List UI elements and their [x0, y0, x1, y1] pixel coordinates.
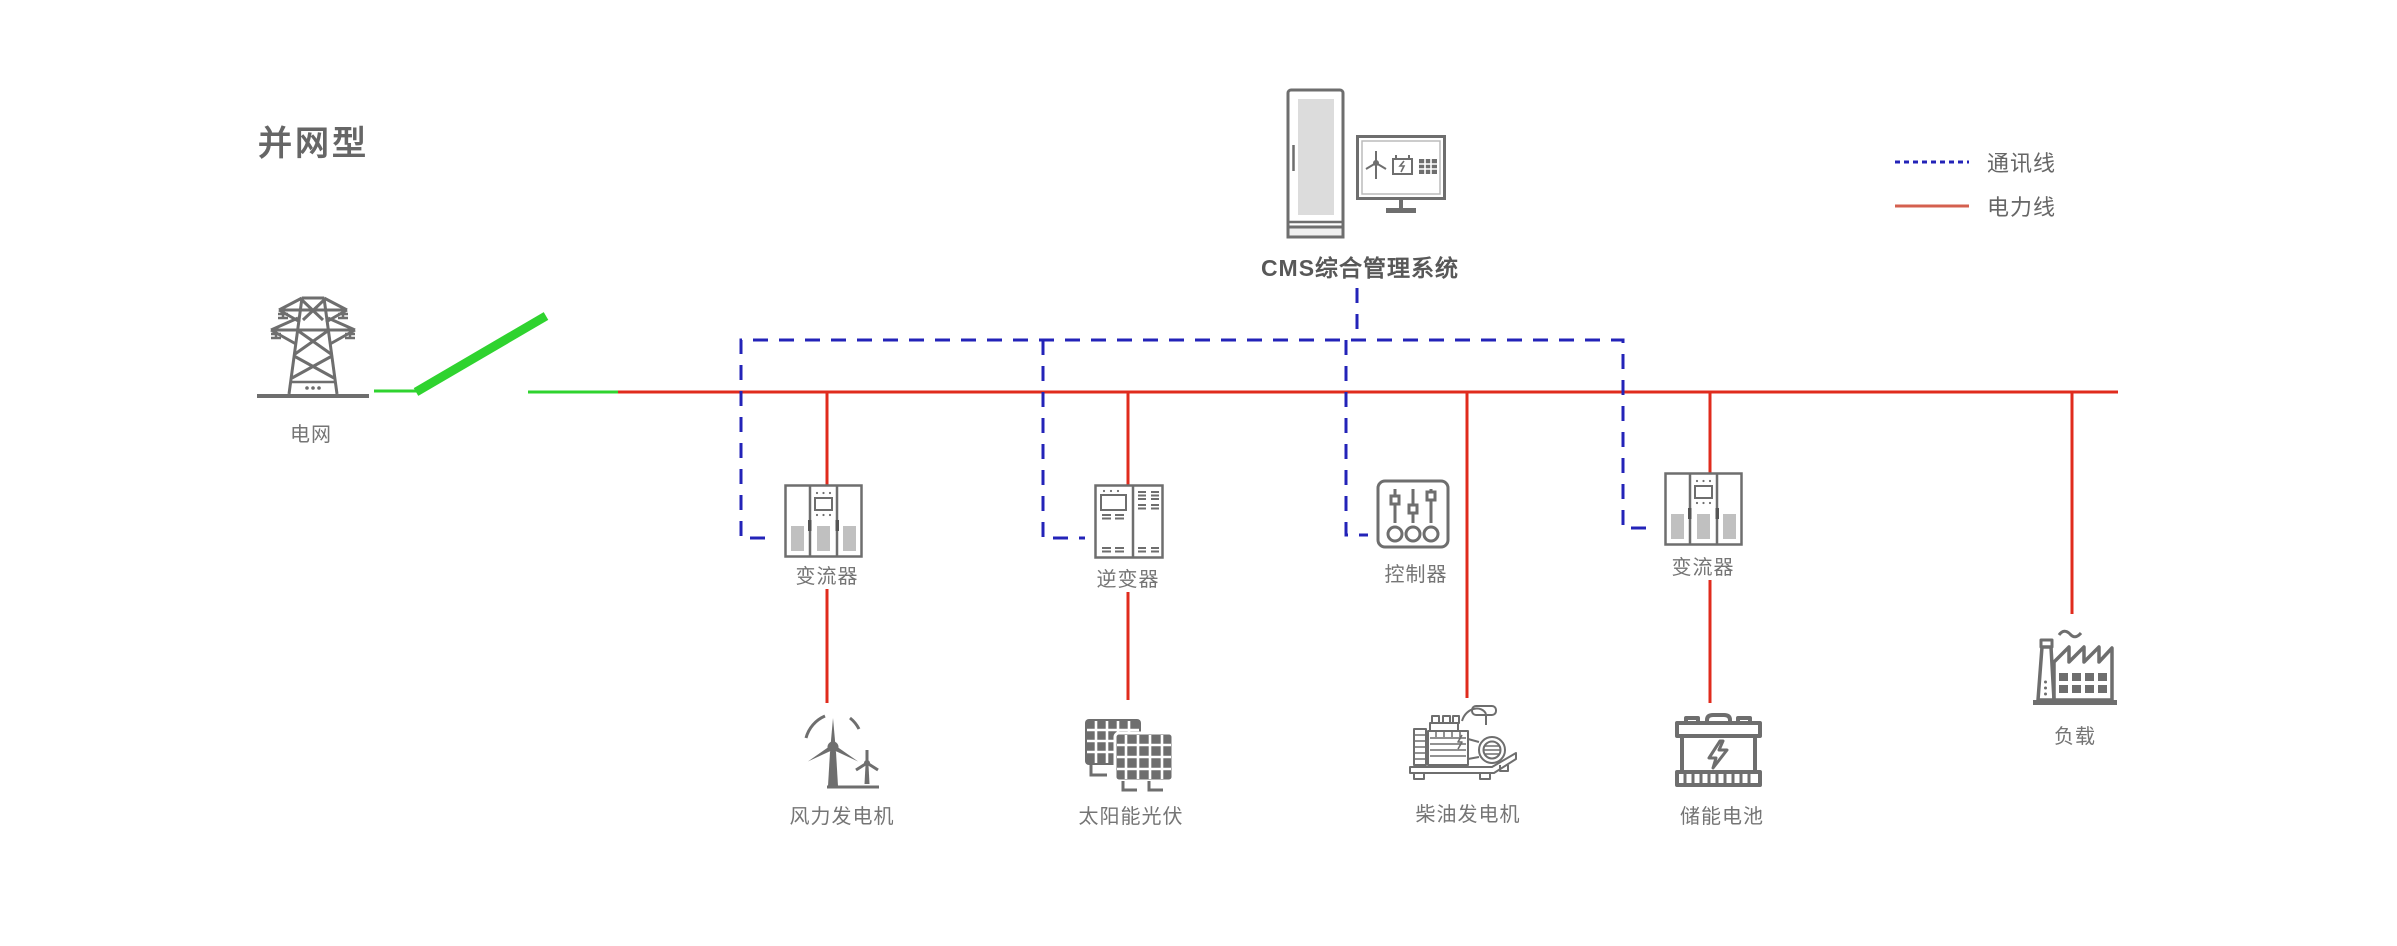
power-line-swatch-icon [1895, 204, 1969, 208]
cms-label: CMS综合管理系统 [1260, 255, 1460, 281]
comm-bus-line [739, 338, 1648, 540]
legend: 通讯线 电力线 [1893, 148, 2056, 220]
battery-label: 储能电池 [1680, 806, 1764, 828]
controller-icon [1376, 479, 1450, 549]
inverter-label: 逆变器 [1096, 569, 1160, 591]
legend-comm-label: 通讯线 [1987, 151, 2057, 176]
converter1-label: 变流器 [795, 566, 859, 588]
solar-label: 太阳能光伏 [1078, 806, 1184, 828]
converter1-icon [784, 484, 863, 558]
controller-label: 控制器 [1384, 564, 1448, 586]
legend-power-label: 电力线 [1987, 195, 2057, 220]
comm-lines [739, 288, 1648, 540]
comm-line-swatch-icon [1895, 160, 1969, 164]
load-factory-icon [2033, 629, 2117, 705]
legend-power-row: 电力线 [1893, 192, 2056, 220]
switch-blade [413, 312, 549, 396]
grid-label: 电网 [290, 424, 332, 446]
grid-tower-icon [257, 296, 369, 398]
cms-cabinet-icon [1286, 88, 1345, 239]
power-lines [617, 390, 2118, 703]
converter2-label: 变流器 [1671, 557, 1735, 579]
load-label: 负载 [2054, 726, 2096, 748]
monitor-solar-icon [1419, 159, 1437, 174]
diesel-label: 柴油发电机 [1415, 804, 1521, 826]
solar-front-panel [1113, 731, 1175, 783]
diagram-title: 并网型 [258, 125, 369, 163]
inverter-icon [1094, 484, 1164, 559]
monitor-battery-icon [1392, 155, 1413, 175]
wind-turbine-icon [804, 714, 879, 789]
battery-icon [1675, 713, 1762, 787]
wind-label: 风力发电机 [789, 806, 895, 828]
grid-switch [374, 312, 618, 396]
solar-panel-icon [1085, 719, 1175, 792]
converter2-icon [1664, 472, 1743, 546]
cms-monitor-icon [1356, 135, 1446, 213]
legend-comm-row: 通讯线 [1893, 148, 2056, 176]
diesel-generator-icon [1409, 705, 1517, 780]
monitor-wind-icon [1365, 151, 1387, 179]
